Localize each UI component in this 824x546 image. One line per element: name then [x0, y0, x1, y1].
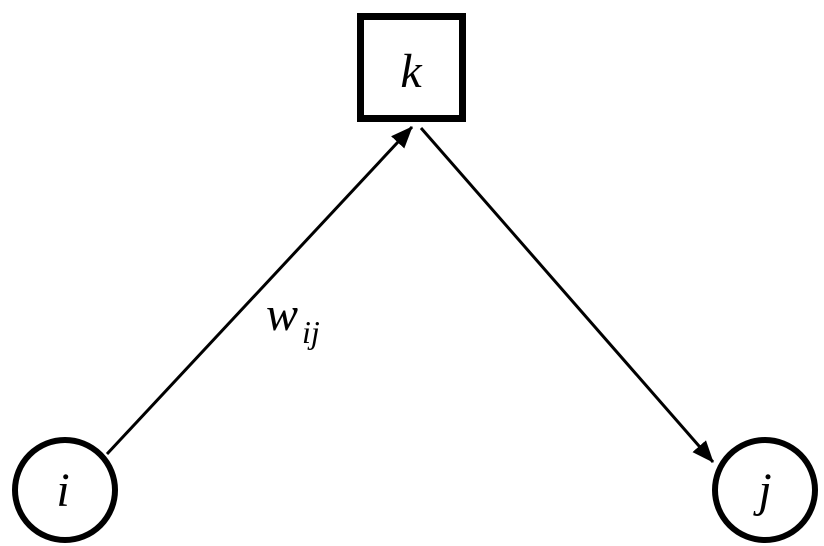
edge-weight-subscript: ij	[302, 314, 320, 350]
edge-i-to-k	[105, 125, 414, 456]
edge-weight-main: w	[266, 288, 298, 341]
node-j: j	[712, 437, 818, 543]
node-k: k	[357, 13, 466, 122]
node-k-label: k	[400, 45, 423, 98]
node-i: i	[12, 437, 118, 543]
edge-weight-label: w ij	[266, 288, 320, 350]
node-i-label: i	[56, 464, 69, 517]
edge-k-to-j	[419, 127, 715, 463]
